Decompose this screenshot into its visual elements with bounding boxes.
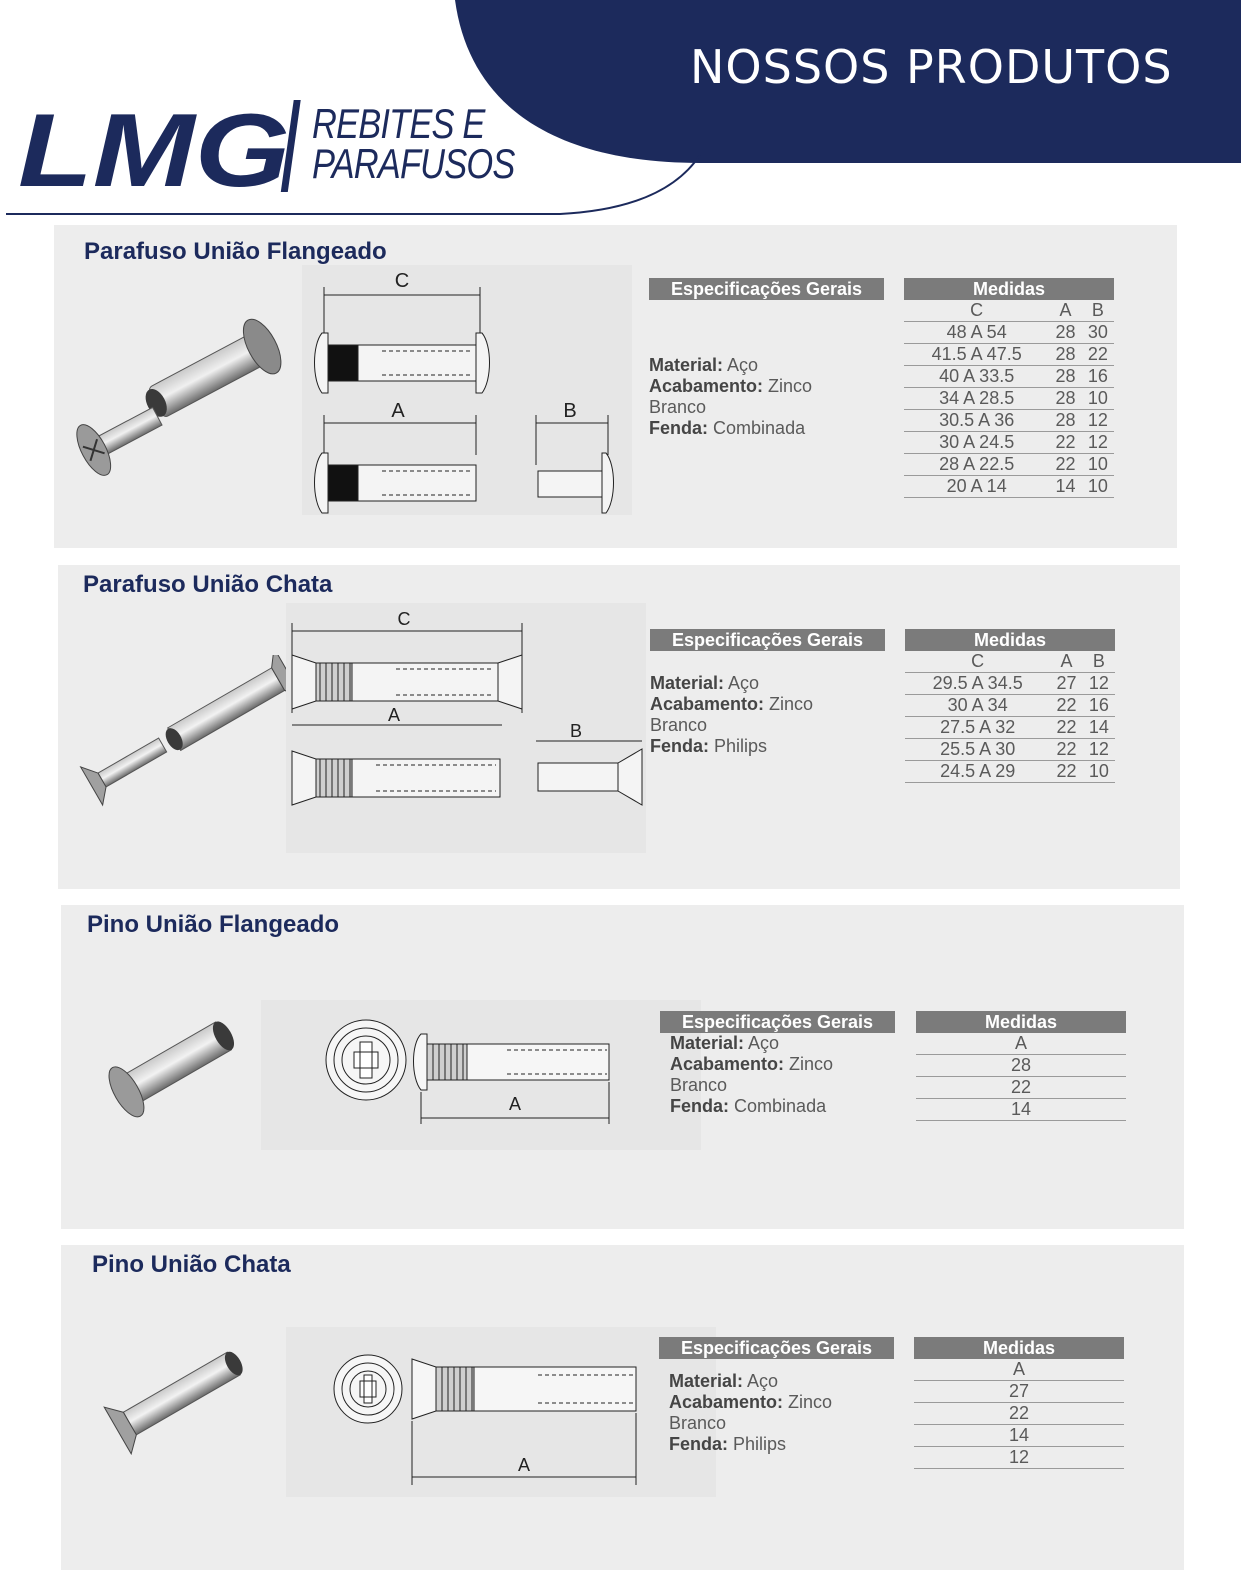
header-band (6, 0, 1241, 215)
dim-label-a: A (509, 1094, 521, 1114)
dim-label-a: A (518, 1455, 530, 1475)
spec-lines: Material: Aço Acabamento: Zinco Branco F… (669, 1371, 833, 1454)
dim-label-b: B (570, 721, 582, 741)
spec-header: Especificações Gerais (659, 1337, 894, 1359)
spec-lines: Material: Aço Acabamento: Zinco Branco F… (650, 673, 814, 756)
dim-label-a: A (388, 705, 400, 725)
table-header: Medidas (916, 1011, 1126, 1033)
product-photo (76, 318, 282, 476)
dim-label-c: C (398, 609, 411, 629)
dim-label-c: C (395, 270, 409, 292)
product-title: Pino União Chata (92, 1251, 291, 1278)
spec-header: Especificações Gerais (660, 1011, 895, 1033)
technical-drawing: C A B (286, 603, 646, 853)
product-photo (103, 1351, 243, 1456)
product-title: Parafuso União Flangeado (84, 238, 387, 265)
product-title: Pino União Flangeado (87, 911, 340, 938)
spec-block: Especificações Gerais Material: Aço Acab… (660, 1011, 895, 1117)
product-panel-4: Pino União Chata A Especificações Gerais (61, 1245, 1184, 1570)
measures-table: Medidas A 28 22 14 (916, 1011, 1126, 1121)
table-header: Medidas (904, 278, 1114, 300)
table-row: 28 (916, 1054, 1126, 1077)
product-photo (108, 1021, 235, 1118)
technical-drawing: C A B (302, 265, 632, 515)
technical-drawing: A (286, 1327, 716, 1497)
spec-block: Especificações Gerais Material: Aço Acab… (650, 629, 885, 757)
spec-lines: Material: Aço Acabamento: Zinco Branco F… (670, 1033, 834, 1116)
measures-table: Medidas A 27 22 14 12 (914, 1337, 1124, 1469)
table-row: 27 (914, 1380, 1124, 1403)
spec-header: Especificações Gerais (649, 278, 884, 300)
brand-tagline: REBITES E PARAFUSOS (312, 100, 515, 187)
tagline-line2: PARAFUSOS (312, 140, 515, 187)
table-row: 22 (914, 1402, 1124, 1425)
table-row: 12 (914, 1446, 1124, 1469)
product-panel-1: Parafuso União Flangeado (54, 225, 1177, 548)
page-title: NOSSOS PRODUTOS (690, 40, 1173, 94)
dim-label-a: A (391, 400, 405, 422)
table-row: 14 (916, 1098, 1126, 1121)
brand-logo-text: LMG (18, 98, 290, 194)
spec-block: Especificações Gerais Material: Aço Acab… (659, 1337, 894, 1455)
product-title: Parafuso União Chata (83, 571, 333, 598)
tagline-line1: REBITES E (312, 100, 485, 147)
technical-drawing: A (261, 1000, 701, 1150)
table-row: 22 (916, 1076, 1126, 1099)
spec-header: Especificações Gerais (650, 629, 885, 651)
brand-logo: LMG (18, 98, 301, 194)
product-panel-2: Parafuso União Chata (58, 565, 1180, 889)
table-header: Medidas (905, 629, 1115, 651)
product-photo (79, 655, 298, 807)
dim-label-b: B (563, 400, 576, 422)
product-panel-3: Pino União Flangeado A Especificações Ge… (61, 905, 1184, 1229)
spec-lines: Material: Aço Acabamento: Zinco Branco F… (649, 355, 813, 438)
spec-block: Especificações Gerais Material: Aço Acab… (649, 278, 884, 439)
table-header: Medidas (914, 1337, 1124, 1359)
table-row: 14 (914, 1424, 1124, 1447)
